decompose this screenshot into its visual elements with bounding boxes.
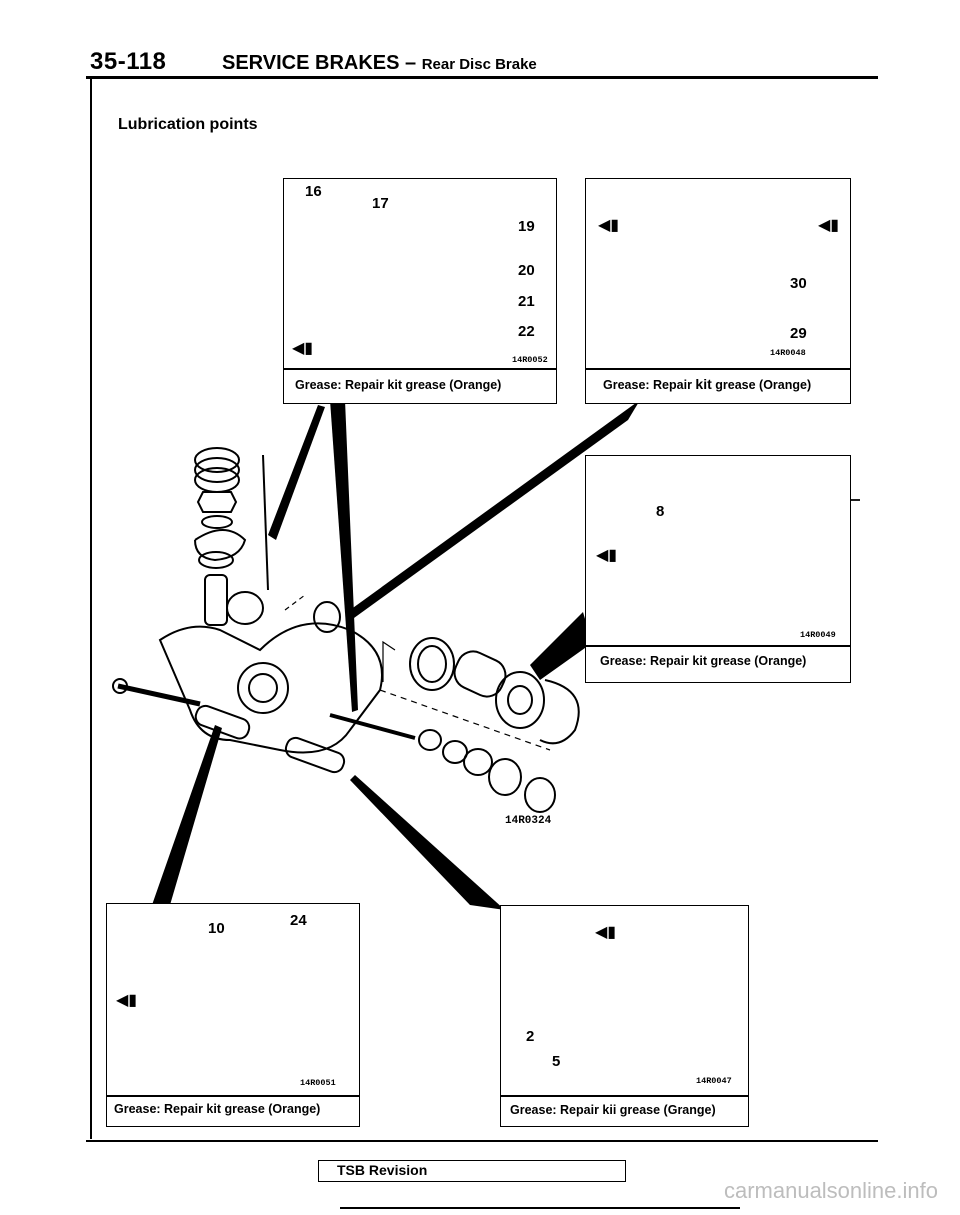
header-rule	[86, 76, 878, 79]
pointer-wedge-top-left	[268, 405, 325, 540]
subsection-name: Rear Disc Brake	[421, 56, 537, 73]
caption-top-right: Grease: Repair kit grease (Orange)	[603, 376, 811, 392]
caption-top-right-kit: kit	[695, 376, 712, 392]
pointer-wedge-top-right	[350, 400, 640, 618]
title-dash: –	[405, 52, 417, 74]
figure-code-top-center: 14R0052	[512, 355, 548, 365]
pointer-wedge-top-center	[330, 400, 358, 712]
page-number: 35-118	[90, 48, 167, 75]
footer-rule	[86, 1140, 878, 1142]
panel-top-center	[283, 178, 557, 404]
panel-mid-right	[585, 455, 851, 683]
section-name: SERVICE BRAKES	[222, 52, 400, 74]
panel-bottom-left	[106, 903, 360, 1127]
callout-30: 30	[790, 275, 807, 292]
main-exploded-view	[112, 447, 580, 813]
panel-top-right	[585, 178, 851, 404]
panel-top-right-divider	[585, 368, 851, 370]
figure-code-bottom-right: 14R0047	[696, 1076, 732, 1086]
callout-29: 29	[790, 325, 807, 342]
callout-17: 17	[372, 195, 389, 212]
caption-bottom-right: Grease: Repair kii grease (Grange)	[510, 1103, 716, 1117]
pointer-wedge-bottom-right	[350, 775, 505, 910]
callout-10: 10	[208, 920, 225, 937]
grease-gun-icon: ◀▮	[596, 547, 618, 564]
callout-22: 22	[518, 323, 535, 340]
pointer-wedge-bottom-left	[152, 725, 222, 905]
caption-top-right-b: grease (Orange)	[715, 378, 812, 392]
panel-bottom-right	[500, 905, 749, 1127]
figure-code-mid-right: 14R0049	[800, 630, 836, 640]
tsb-revision-label: TSB Revision	[337, 1162, 428, 1178]
figure-code-top-right: 14R0048	[770, 348, 806, 358]
panel-bottom-right-divider	[500, 1095, 749, 1097]
caption-top-center: Grease: Repair kit grease (Orange)	[295, 378, 502, 392]
bottom-rule	[340, 1207, 740, 1209]
grease-gun-icon: ◀▮	[595, 924, 617, 941]
callout-2: 2	[526, 1028, 535, 1045]
grease-gun-icon: ◀▮	[818, 217, 840, 234]
panel-bottom-left-divider	[106, 1095, 360, 1097]
watermark: carmanualsonline.info	[723, 1178, 938, 1203]
section-title: SERVICE BRAKES – Rear Disc Brake	[222, 52, 537, 75]
left-margin-rule	[90, 79, 92, 1139]
callout-19: 19	[518, 218, 535, 235]
panel-top-center-divider	[283, 368, 557, 370]
callout-24: 24	[290, 912, 307, 929]
caption-top-right-a: Grease: Repair	[603, 378, 692, 392]
callout-5: 5	[552, 1053, 561, 1070]
page-title: Lubrication points	[118, 116, 258, 133]
panel-mid-right-divider	[585, 645, 851, 647]
callout-20: 20	[518, 262, 535, 279]
callout-21: 21	[518, 293, 535, 310]
caption-bottom-left: Grease: Repair kit grease (Orange)	[114, 1102, 321, 1116]
callout-8: 8	[656, 503, 665, 520]
caption-mid-right: Grease: Repair kit grease (Orange)	[600, 654, 807, 668]
grease-gun-icon: ◀▮	[292, 340, 314, 357]
callout-16: 16	[305, 183, 322, 200]
grease-gun-icon: ◀▮	[598, 217, 620, 234]
figure-code-bottom-left: 14R0051	[300, 1078, 336, 1088]
tsb-revision-box: TSB Revision	[318, 1160, 626, 1182]
pointer-wedge-mid-right	[530, 612, 592, 680]
figure-code-main: 14R0324	[505, 815, 552, 827]
grease-gun-icon: ◀▮	[116, 992, 138, 1009]
